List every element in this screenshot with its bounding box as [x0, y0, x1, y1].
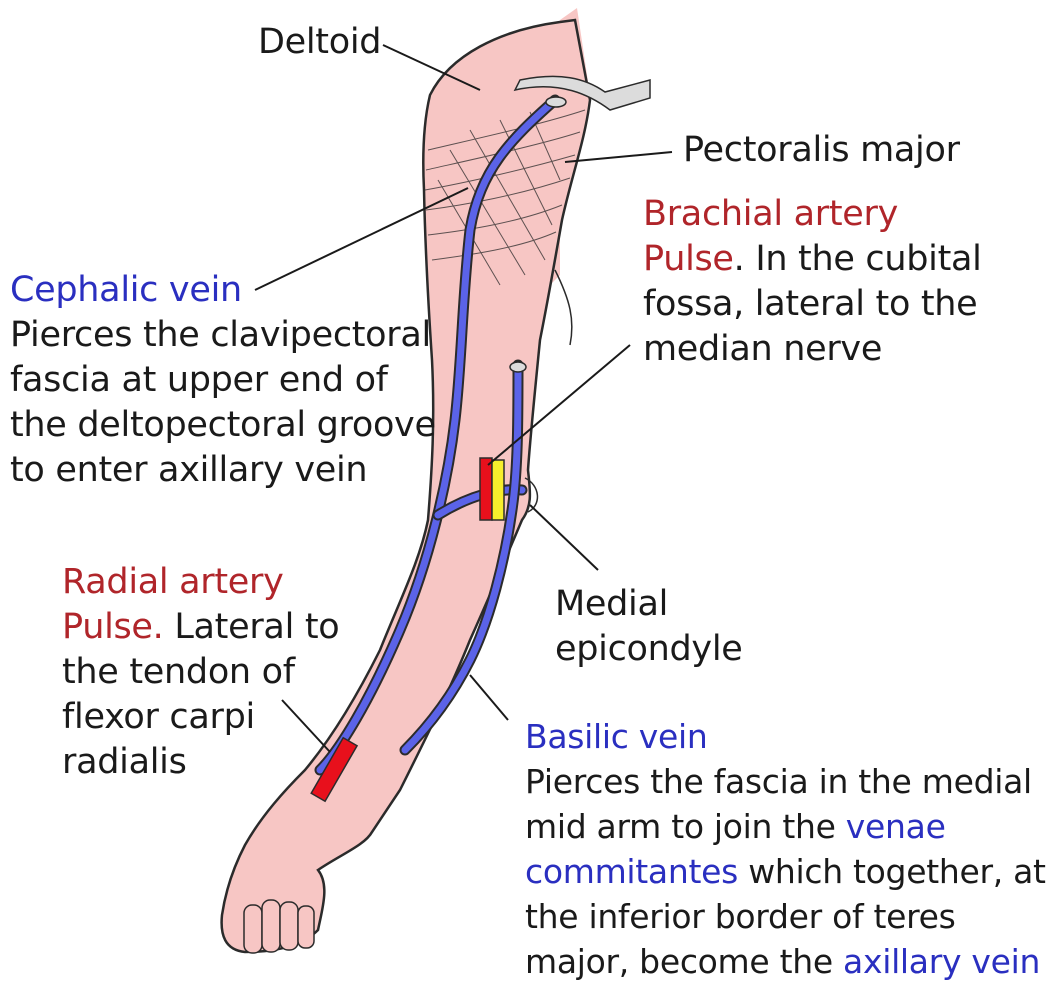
brachial-line3: median nerve — [643, 327, 982, 372]
leader-medial — [530, 505, 598, 570]
label-basilic-vein: Basilic vein Pierces the fascia in the m… — [525, 714, 1046, 984]
cephalic-line3: the deltopectoral groove — [10, 403, 436, 448]
brachial-pulse: Pulse — [643, 239, 734, 279]
brachial-line2: fossa, lateral to the — [643, 282, 982, 327]
radial-title: Radial artery — [62, 560, 339, 605]
radial-line2: the tendon of — [62, 650, 339, 695]
basilic-line1: Pierces the fascia in the medial — [525, 759, 1046, 804]
label-brachial-artery: Brachial artery Pulse. In the cubital fo… — [643, 192, 982, 372]
hand-fingers — [244, 900, 314, 953]
basilic-commitantes: commitantes — [525, 852, 738, 891]
label-medial-epicondyle: Medial epicondyle — [555, 582, 743, 672]
basilic-vein-opening — [510, 362, 526, 372]
basilic-line5: major, become the axillary vein — [525, 939, 1046, 984]
cephalic-line4: to enter axillary vein — [10, 448, 436, 493]
chest-edge — [555, 270, 572, 345]
median-nerve-marker — [492, 460, 504, 520]
radial-pulse: Pulse. — [62, 607, 164, 647]
brachial-line1-rest: . In the cubital — [734, 239, 982, 279]
cephalic-title: Cephalic vein — [10, 268, 436, 313]
deltoid-text: Deltoid — [258, 22, 381, 62]
cephalic-vein-opening — [546, 97, 566, 107]
label-pectoralis-major: Pectoralis major — [683, 128, 960, 173]
basilic-title: Basilic vein — [525, 714, 1046, 759]
basilic-line5a: major, become the — [525, 942, 843, 981]
radial-line4: radialis — [62, 740, 339, 785]
cephalic-line2: fascia at upper end of — [10, 358, 436, 403]
basilic-line4: the inferior border of teres — [525, 894, 1046, 939]
label-radial-artery: Radial artery Pulse. Lateral to the tend… — [62, 560, 339, 785]
radial-line1: Pulse. Lateral to — [62, 605, 339, 650]
basilic-line2a: mid arm to join the — [525, 807, 846, 846]
basilic-line3b: which together, at — [738, 852, 1046, 891]
basilic-venae: venae — [846, 807, 946, 846]
label-cephalic-vein: Cephalic vein Pierces the clavipectoral … — [10, 268, 436, 493]
label-deltoid: Deltoid — [258, 20, 381, 65]
brachial-artery-marker — [480, 458, 492, 520]
basilic-line2: mid arm to join the venae — [525, 804, 1046, 849]
medial-line1: Medial — [555, 582, 743, 627]
radial-line3: flexor carpi — [62, 695, 339, 740]
radial-line1-rest: Lateral to — [164, 607, 340, 647]
basilic-axillary-vein: axillary vein — [843, 942, 1040, 981]
leader-basilic — [470, 675, 508, 720]
basilic-line3: commitantes which together, at — [525, 849, 1046, 894]
pectoralis-text: Pectoralis major — [683, 130, 960, 170]
brachial-line1: Pulse. In the cubital — [643, 237, 982, 282]
medial-line2: epicondyle — [555, 627, 743, 672]
cephalic-line1: Pierces the clavipectoral — [10, 313, 436, 358]
brachial-title: Brachial artery — [643, 192, 982, 237]
leader-pectoralis — [565, 152, 672, 162]
